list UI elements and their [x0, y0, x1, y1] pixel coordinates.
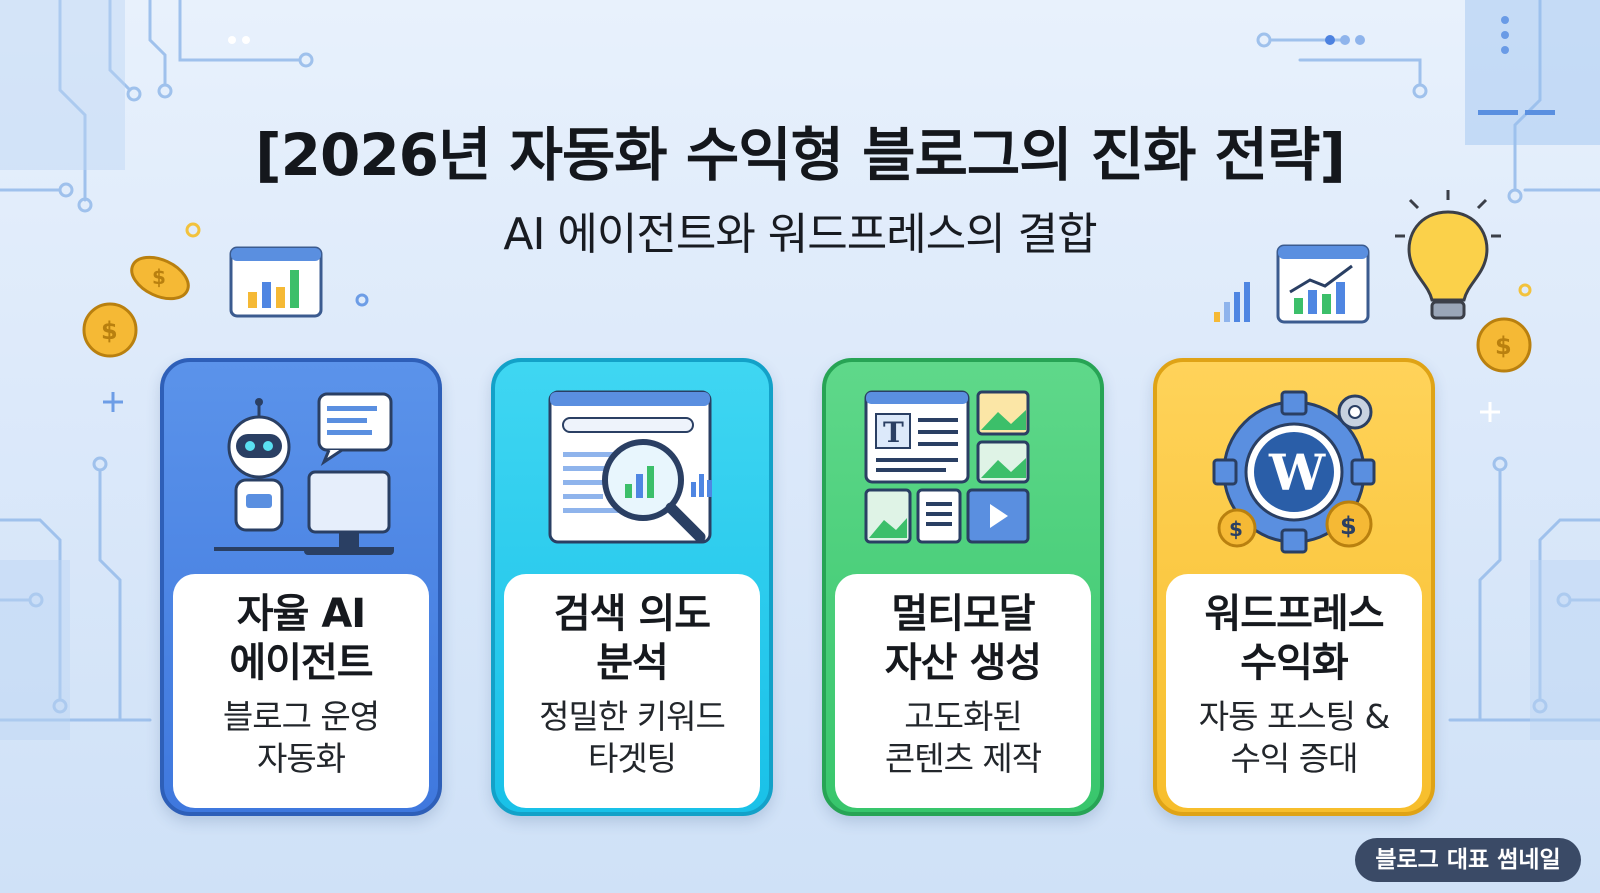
svg-text:W: W	[1268, 443, 1326, 502]
card-label-box: 검색 의도 분석 정밀한 키워드 타겟팅	[504, 574, 760, 808]
card-title-line: 에이전트	[229, 640, 373, 686]
card-title-line: 자율 AI	[236, 591, 366, 637]
svg-text:T: T	[883, 416, 904, 449]
robot-icon	[214, 392, 394, 555]
card-title-line: 자산 생성	[884, 640, 1042, 686]
card-label-box: 워드프레스 수익화 자동 포스팅 & 수익 증대	[1166, 574, 1422, 808]
card-description: 정밀한 키워드 타겟팅	[504, 696, 760, 780]
card-desc-line: 자동화	[256, 739, 346, 778]
svg-text:$: $	[1229, 517, 1243, 541]
media-assets-icon: T	[864, 390, 1030, 544]
svg-text:$: $	[1340, 512, 1357, 540]
card-desc-line: 타겟팅	[587, 739, 677, 778]
card-description: 블로그 운영 자동화	[173, 696, 429, 780]
coin-icon: $	[82, 302, 138, 358]
card-ai-agent: 자율 AI 에이전트 블로그 운영 자동화	[160, 358, 442, 816]
card-title-line: 워드프레스	[1204, 591, 1385, 637]
card-desc-line: 고도화된	[904, 697, 1022, 736]
svg-text:$: $	[1495, 332, 1512, 360]
magnifier-icon	[548, 390, 712, 544]
card-description: 자동 포스팅 & 수익 증대	[1166, 696, 1422, 780]
card-title-line: 수익화	[1240, 640, 1348, 686]
thumbnail-badge: 블로그 대표 썸네일	[1355, 838, 1581, 882]
coin-icon: $	[130, 255, 190, 301]
coin-icon: $	[1476, 317, 1532, 373]
card-wordpress-monetization: W $ $ 워드프레스 수익화 자동 포스팅 & 수익 증대	[1153, 358, 1435, 816]
card-desc-line: 정밀한 키워드	[539, 697, 726, 736]
card-desc-line: 콘텐츠 제작	[884, 739, 1042, 778]
card-desc-line: 블로그 운영	[222, 697, 380, 736]
wordpress-gear-icon: W $ $	[1212, 390, 1376, 554]
card-label-box: 멀티모달 자산 생성 고도화된 콘텐츠 제작	[835, 574, 1091, 808]
card-label-box: 자율 AI 에이전트 블로그 운영 자동화	[173, 574, 429, 808]
svg-text:$: $	[152, 265, 166, 289]
card-title-line: 검색 의도	[553, 591, 711, 637]
card-title-line: 분석	[596, 640, 669, 686]
page-title: [2026년 자동화 수익형 블로그의 진화 전략]	[255, 121, 1346, 189]
card-desc-line: 수익 증대	[1230, 739, 1359, 778]
lightbulb-icon	[1395, 190, 1501, 320]
card-title-line: 멀티모달	[891, 591, 1035, 637]
card-desc-line: 자동 포스팅 &	[1198, 697, 1391, 736]
card-search-intent: 검색 의도 분석 정밀한 키워드 타겟팅	[491, 358, 773, 816]
card-description: 고도화된 콘텐츠 제작	[835, 696, 1091, 780]
svg-text:$: $	[101, 317, 118, 345]
page-subtitle: AI 에이전트와 워드프레스의 결합	[503, 209, 1097, 260]
card-multimodal: T 멀티모달 자산 생성 고도화된 콘텐츠 제작	[822, 358, 1104, 816]
